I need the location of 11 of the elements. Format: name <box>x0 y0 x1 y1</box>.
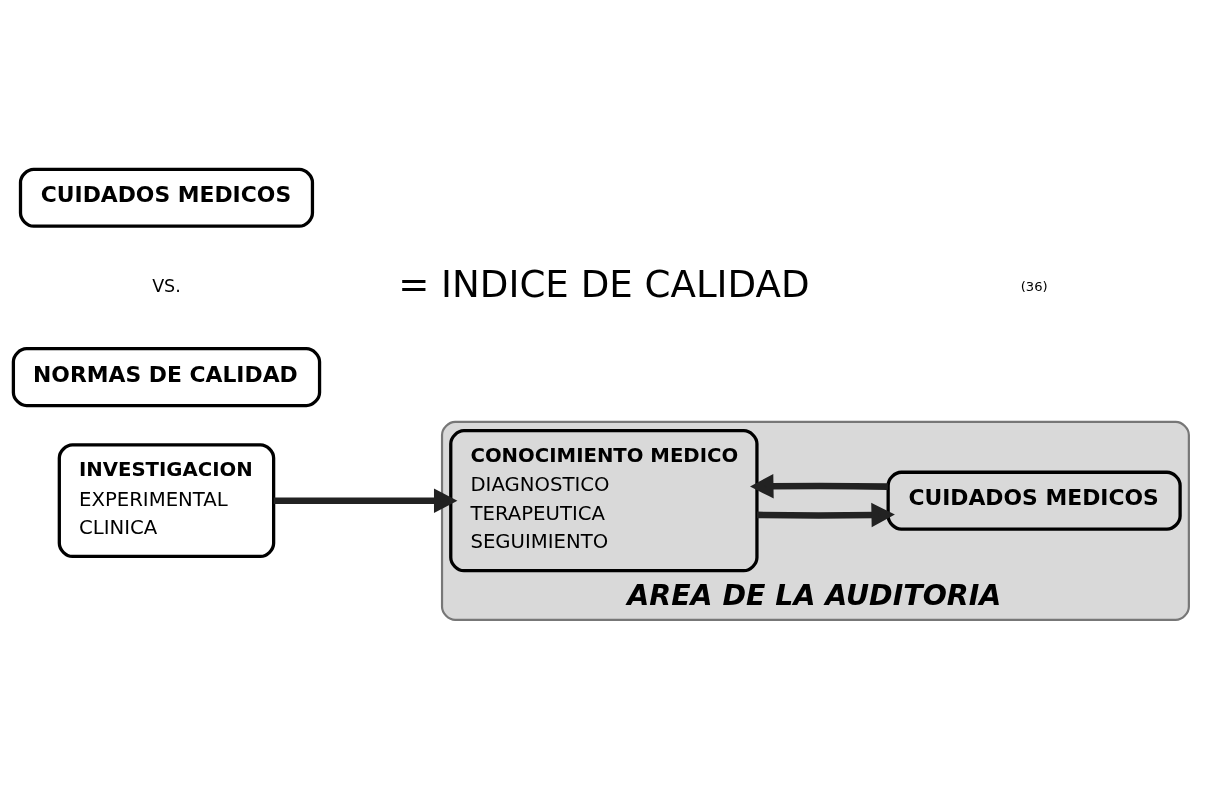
label: VS. <box>152 275 181 296</box>
arrow <box>750 473 888 499</box>
node-box: CUIDADOS MEDICOS <box>886 470 1182 531</box>
label: = INDICE DE CALIDAD <box>398 261 810 306</box>
node-box: INVESTIGACION EXPERIMENTAL CLINICA <box>57 442 276 558</box>
node-box: NORMAS DE CALIDAD <box>11 346 322 407</box>
node-box: CONOCIMIENTO MEDICO DIAGNOSTICO TERAPEUTICA SEGUIMIENTO <box>449 428 759 572</box>
label: (36) <box>1020 278 1048 294</box>
node-box: CUIDADOS MEDICOS <box>18 167 315 228</box>
arrow <box>757 502 895 527</box>
arrow <box>273 487 458 513</box>
